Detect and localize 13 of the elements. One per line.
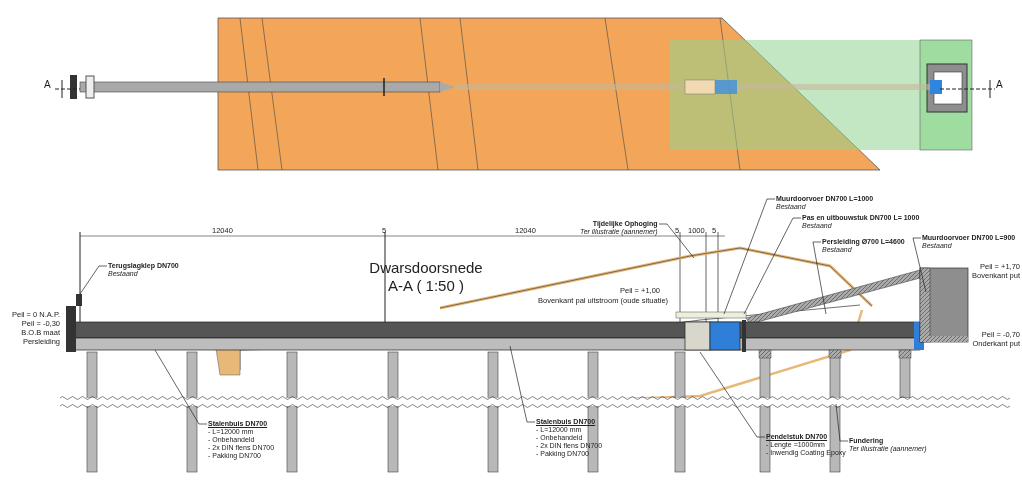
leader-line [812, 241, 827, 315]
leader-line [154, 349, 208, 425]
leader-line [699, 351, 766, 438]
leader-line [743, 217, 802, 315]
leader-line [509, 345, 536, 423]
section-title: Dwarsdoorsnede A-A ( 1:50 ) [368, 259, 484, 295]
leader-line [912, 237, 927, 293]
section-marker-label: A [996, 79, 1003, 90]
leader-line [658, 223, 695, 259]
leader-line [723, 198, 776, 315]
section-marker-label: A [44, 79, 51, 90]
leader-line [79, 265, 108, 295]
leader-line [835, 403, 849, 442]
